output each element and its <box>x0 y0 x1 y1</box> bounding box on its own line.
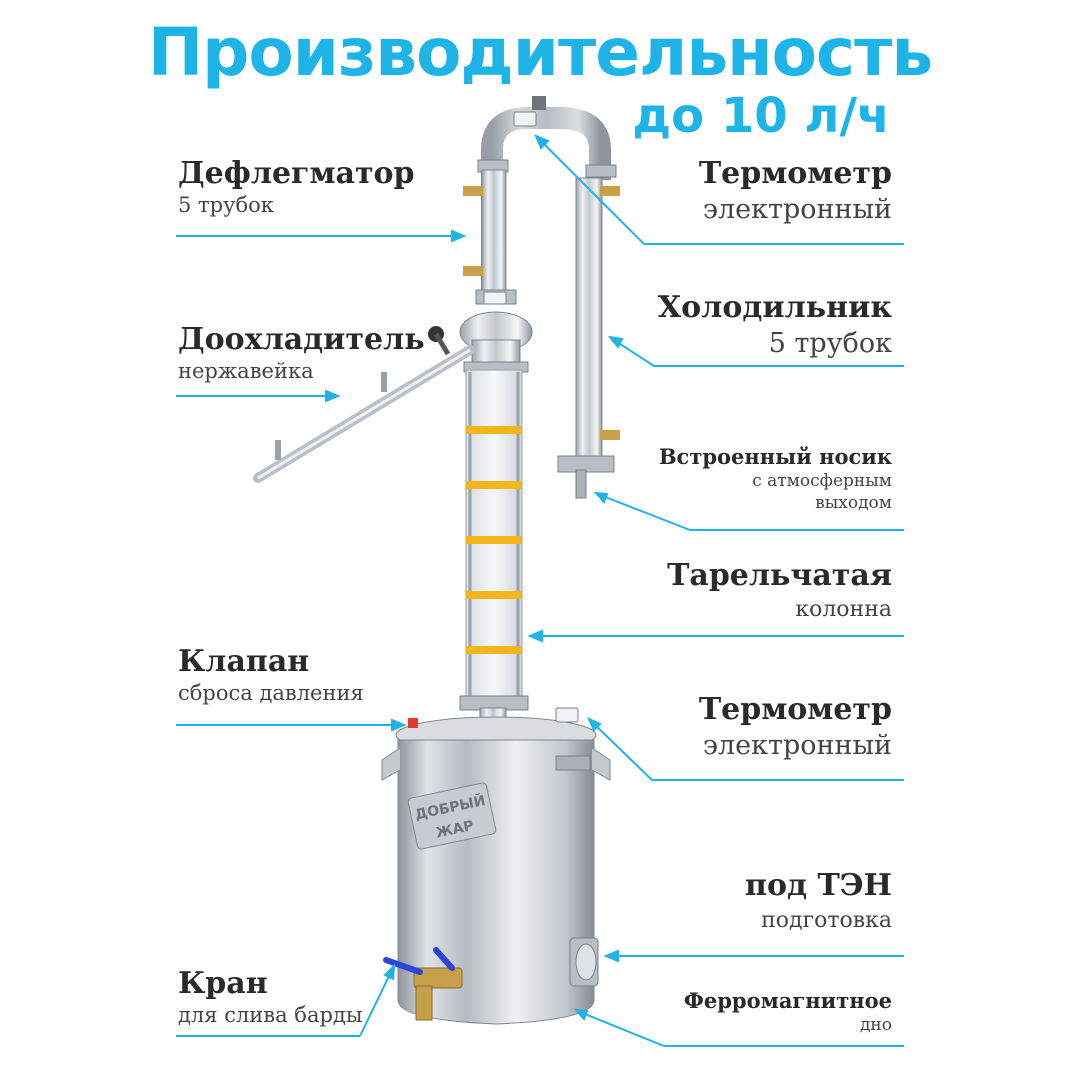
label-kran-sub: для слива барды <box>178 1003 363 1027</box>
label-nosik-title: Встроенный носик <box>658 444 892 469</box>
column-head <box>459 311 533 373</box>
label-deflegmator-sub: 5 трубок <box>178 193 274 217</box>
label-klapan: Клапан сброса давления <box>178 644 364 706</box>
label-holodilnik: Холодильник 5 трубок <box>658 290 892 362</box>
label-ten: под ТЭН подготовка <box>745 868 892 938</box>
label-thermometer-bottom-sub: электронный <box>702 730 892 761</box>
aftercooler-arm <box>253 326 475 483</box>
label-klapan-title: Клапан <box>178 644 310 679</box>
label-dno: Ферромагнитное дно <box>684 988 892 1036</box>
label-doohladitel-sub: нержавейка <box>178 359 314 383</box>
pointer-lines <box>176 134 904 1047</box>
label-kolonna: Тарельчатая колонна <box>667 558 892 626</box>
label-kolonna-sub: колонна <box>795 597 892 622</box>
label-dno-title: Ферромагнитное <box>683 988 892 1013</box>
label-ten-title: под ТЭН <box>745 868 892 903</box>
label-kran: Кран для слива барды <box>178 966 363 1028</box>
label-deflegmator-title: Дефлегматор <box>178 156 415 191</box>
label-nosik: Встроенный носик с атмосферным выходом <box>659 444 892 514</box>
condenser-tube <box>557 177 620 499</box>
label-deflegmator: Дефлегматор 5 трубок <box>178 156 415 218</box>
plate-column <box>459 369 529 733</box>
label-klapan-sub: сброса давления <box>178 681 364 705</box>
label-nosik-sub2: выходом <box>815 493 892 513</box>
label-dno-sub: дно <box>859 1015 892 1035</box>
brand-line-2: ЖАР <box>435 818 476 842</box>
label-kolonna-title: Тарельчатая <box>667 558 892 593</box>
label-holodilnik-sub: 5 трубок <box>768 328 892 359</box>
label-holodilnik-title: Холодильник <box>657 290 892 325</box>
deflegmator-tube <box>463 169 517 305</box>
label-kran-title: Кран <box>178 966 268 1001</box>
label-thermometer-bottom: Термометр электронный <box>699 692 892 764</box>
label-doohladitel: Доохладитель нержавейка <box>178 322 425 384</box>
page-subtitle: до 10 л/ч <box>632 88 890 144</box>
top-bend <box>477 96 617 290</box>
label-nosik-sub1: с атмосферным <box>752 471 892 491</box>
label-doohladitel-title: Доохладитель <box>178 322 425 357</box>
label-thermometer-bottom-title: Термометр <box>698 692 892 727</box>
page-title: Производительность <box>147 14 933 91</box>
label-thermometer-top-sub: электронный <box>702 194 892 225</box>
label-thermometer-top: Термометр электронный <box>699 156 892 228</box>
label-ten-sub: подготовка <box>761 908 892 933</box>
boiler-tank: ДОБРЫЙ ЖАР <box>381 707 611 1025</box>
label-thermometer-top-title: Термометр <box>698 156 892 191</box>
